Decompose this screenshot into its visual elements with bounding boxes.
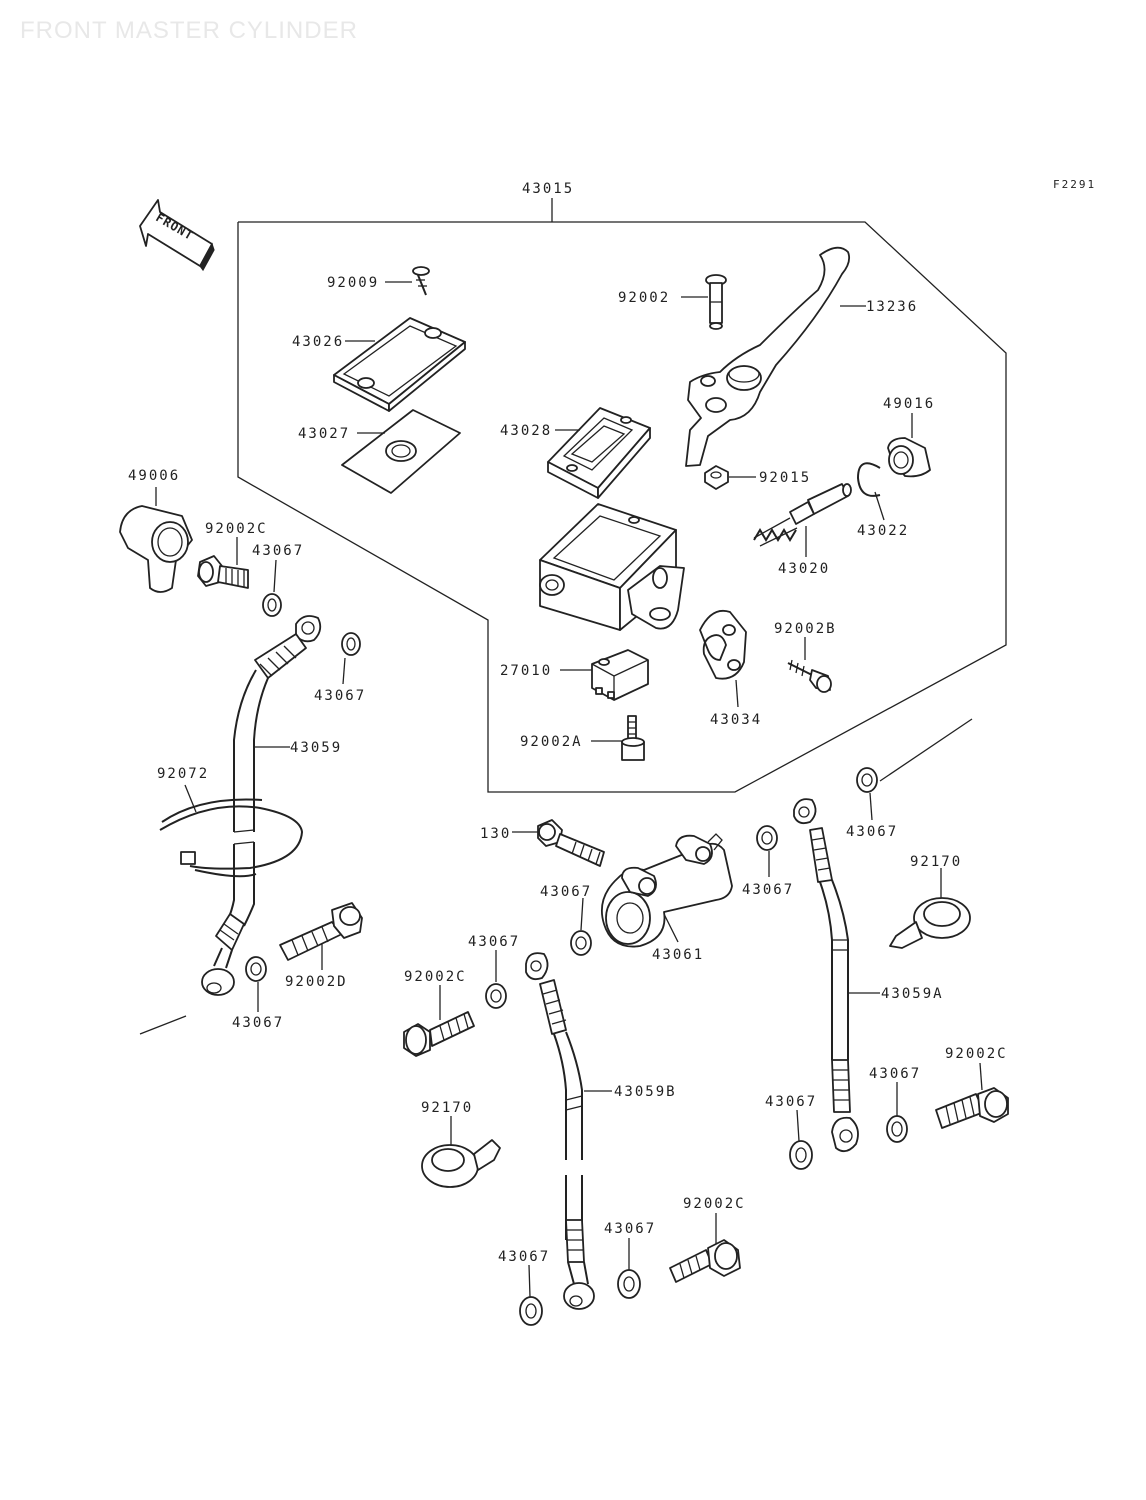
washer-43067-9 [789, 1140, 813, 1170]
label-92002C-1: 92002C [205, 521, 268, 537]
label-43059: 43059 [290, 740, 342, 756]
label-43022: 43022 [857, 523, 909, 539]
cable-tie-92072 [159, 798, 304, 878]
washer-43067-11 [519, 1296, 543, 1326]
label-43067-11: 43067 [498, 1249, 550, 1265]
assembly-outline [237, 198, 1007, 793]
label-49006: 49006 [128, 468, 180, 484]
brake-hose-43059A [793, 798, 859, 1153]
label-92002C-4: 92002C [683, 1196, 746, 1212]
pivot-bolt-92002 [705, 274, 727, 330]
label-130: 130 [480, 826, 511, 842]
washer-43067-8 [886, 1115, 908, 1143]
diaphragm-43028 [547, 407, 651, 499]
label-92072: 92072 [157, 766, 209, 782]
bolt-92002A [621, 715, 645, 761]
label-43061: 43061 [652, 947, 704, 963]
front-arrow-icon: FRONT [139, 199, 215, 272]
label-43067-9: 43067 [765, 1094, 817, 1110]
bolt-92002B [787, 659, 832, 693]
dust-boot-49016 [887, 437, 931, 478]
label-92002A: 92002A [520, 734, 583, 750]
banjo-bolt-92002C-4 [669, 1239, 741, 1283]
label-49016: 49016 [883, 396, 935, 412]
cut-line-right [879, 718, 973, 782]
label-43067-1: 43067 [252, 543, 304, 559]
label-43067-2: 43067 [314, 688, 366, 704]
label-43027: 43027 [298, 426, 350, 442]
label-43067-10: 43067 [604, 1221, 656, 1237]
banjo-bolt-92002C-3 [935, 1087, 1009, 1129]
screw-92009 [412, 266, 430, 296]
brake-hose-43059B [525, 952, 595, 1310]
nut-92015 [704, 465, 729, 490]
brake-lever-13236 [685, 246, 851, 467]
label-43059B: 43059B [614, 1084, 677, 1100]
bolt-130 [537, 819, 605, 867]
washer-43067-10 [617, 1269, 641, 1299]
label-43067-7: 43067 [846, 824, 898, 840]
washer-43067-3 [245, 956, 267, 982]
washer-43067-4 [570, 930, 592, 956]
diagram-title: FRONT MASTER CYLINDER [20, 17, 358, 44]
label-43067-4: 43067 [540, 884, 592, 900]
label-13236: 13236 [866, 299, 918, 315]
label-43020: 43020 [778, 561, 830, 577]
label-92002C-3: 92002C [945, 1046, 1008, 1062]
label-92002D: 92002D [285, 974, 348, 990]
brake-hose-43059 [201, 615, 322, 996]
label-27010: 27010 [500, 663, 552, 679]
label-43015: 43015 [522, 181, 574, 197]
master-cylinder-body [539, 503, 685, 631]
label-92015: 92015 [759, 470, 811, 486]
bolt-92002D [279, 902, 363, 961]
label-92170-2: 92170 [421, 1100, 473, 1116]
cut-line-left [139, 1015, 187, 1035]
banjo-bolt-92002C-2 [403, 1011, 475, 1057]
label-43067-3: 43067 [232, 1015, 284, 1031]
plate-43027 [341, 409, 461, 494]
hose-clamp-92170-1 [889, 897, 971, 949]
label-43034: 43034 [710, 712, 762, 728]
label-43067-8: 43067 [869, 1066, 921, 1082]
piston-43020 [753, 483, 852, 547]
clamp-43034 [699, 609, 747, 680]
label-92009: 92009 [327, 275, 379, 291]
label-92002: 92002 [618, 290, 670, 306]
label-43028: 43028 [500, 423, 552, 439]
label-43059A: 43059A [881, 986, 944, 1002]
circlip-43022 [856, 462, 881, 497]
banjo-boot-49006 [119, 505, 193, 593]
brake-joint-43061 [600, 833, 733, 948]
label-43026: 43026 [292, 334, 344, 350]
banjo-bolt-92002C-1 [197, 555, 249, 589]
brake-switch-27010 [591, 649, 649, 701]
figure-code: F2291 [1053, 178, 1096, 191]
washer-43067-2 [341, 632, 361, 656]
washer-43067-7 [856, 767, 878, 793]
label-92002C-2: 92002C [404, 969, 467, 985]
washer-43067-6 [756, 825, 778, 851]
label-92170-1: 92170 [910, 854, 962, 870]
washer-43067-1 [262, 593, 282, 617]
reservoir-cap-43026 [333, 317, 466, 412]
hose-clamp-92170-2 [421, 1139, 501, 1188]
washer-43067-5 [485, 983, 507, 1009]
label-43067-6: 43067 [742, 882, 794, 898]
label-92002B: 92002B [774, 621, 837, 637]
label-43067-5: 43067 [468, 934, 520, 950]
